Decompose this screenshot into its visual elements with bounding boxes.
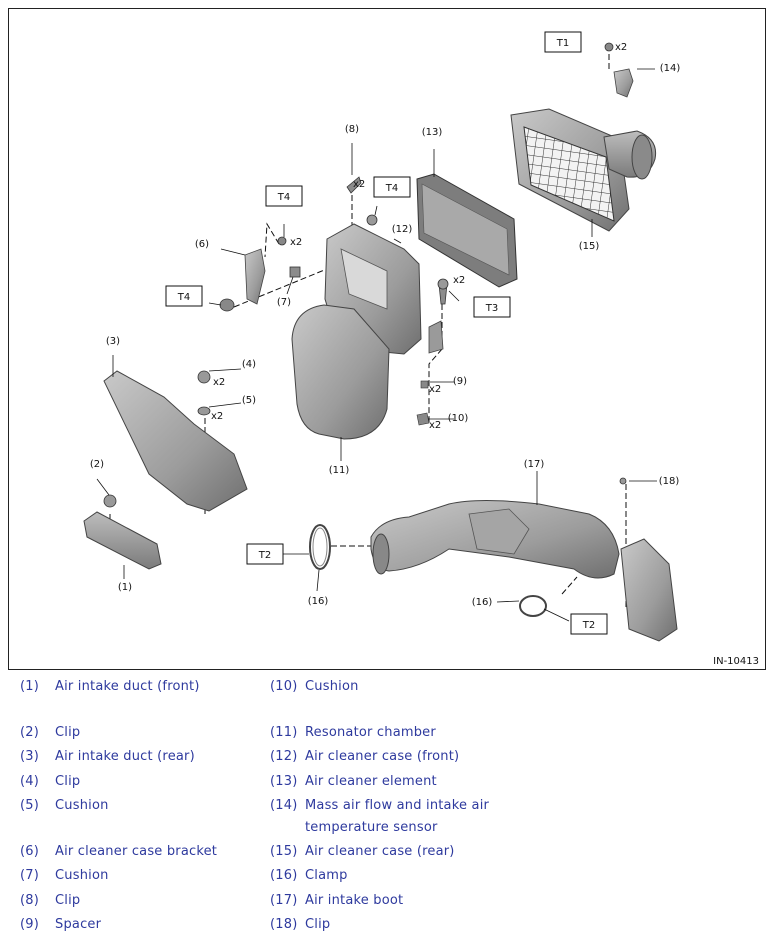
legend-item-4: (4)Clip [20,774,81,789]
legend-item-15: (15)Air cleaner case (rear) [270,844,455,859]
callout-17: (17) [524,459,545,470]
clamps [309,524,547,617]
callouts: (1) (2) (3) (4) (5) (6) (7) (8) (9) (10)… [90,63,680,608]
svg-text:T3: T3 [485,303,498,314]
figure-id: IN-10413 [713,656,759,667]
callout-16-b: (16) [472,597,493,608]
legend-item-18: (18)Clip [270,917,331,932]
callout-3: (3) [106,336,120,347]
legend-item-1: (1)Air intake duct (front) [20,679,200,694]
legend-item-17: (17)Air intake boot [270,893,404,908]
air-intake-duct-front [83,511,162,570]
qty-t4: x2 [290,237,302,248]
torque-box-t4-a: T4 [265,185,303,207]
torque-box-t2-a: T2 [246,543,284,565]
callout-12: (12) [392,224,413,235]
qty-clip-8: x2 [353,179,365,190]
callout-7: (7) [277,297,291,308]
air-intake-duct-rear [103,370,248,512]
callout-18: (18) [659,476,680,487]
callout-9: (9) [453,376,467,387]
air-intake-boot [370,500,678,642]
callout-4: (4) [242,359,256,370]
torque-box-t4-b: T4 [373,176,411,198]
air-cleaner-case-rear [510,108,657,232]
torque-box-t3: T3 [473,296,511,318]
legend-item-10: (10)Cushion [270,679,359,694]
callout-5: (5) [242,395,256,406]
svg-text:T4: T4 [177,292,190,303]
torque-box-t1: T1 [544,31,582,53]
callout-14: (14) [660,63,681,74]
callout-10: (10) [448,413,469,424]
legend-item-16: (16)Clamp [270,868,348,883]
callout-1: (1) [118,582,132,593]
legend-item-5: (5)Cushion [20,798,109,813]
legend-item-3: (3)Air intake duct (rear) [20,749,195,764]
callout-13: (13) [422,127,443,138]
callout-2: (2) [90,459,104,470]
small-fasteners [103,176,627,508]
torque-box-t2-b: T2 [570,613,608,635]
legend-item-11: (11)Resonator chamber [270,725,436,740]
torque-boxes: T1 T4 T4 T4 T3 T2 T2 [165,31,608,635]
qty-spacer-9: x2 [429,384,441,395]
legend-item-8: (8)Clip [20,893,81,908]
qty-t1: x2 [615,42,627,53]
qty-clip-4: x2 [213,377,225,388]
callout-15: (15) [579,241,600,252]
legend-item-13: (13)Air cleaner element [270,774,437,789]
quantity-labels: x2 x2 x2 x2 x2 x2 x2 x2 [211,42,627,431]
svg-text:T1: T1 [556,38,569,49]
callout-6: (6) [195,239,209,250]
resonator-chamber [291,304,390,440]
qty-t3: x2 [453,275,465,286]
legend-item-12: (12)Air cleaner case (front) [270,749,460,764]
legend-item-2: (2)Clip [20,725,81,740]
air-cleaner-case-bracket [244,248,266,305]
callout-16-a: (16) [308,596,329,607]
qty-cushion-10: x2 [429,420,441,431]
svg-text:T2: T2 [582,620,595,631]
qty-cushion-5: x2 [211,411,223,422]
svg-text:T4: T4 [277,192,290,203]
maf-sensor [604,42,634,98]
legend-item-9: (9)Spacer [20,917,102,932]
air-cleaner-element [416,173,518,288]
legend-item-14: (14)Mass air flow and intake air tempera… [270,798,490,835]
legend-item-7: (7)Cushion [20,868,109,883]
callout-11: (11) [329,465,350,476]
svg-text:T4: T4 [385,183,398,194]
leader-lines [96,68,657,622]
callout-8: (8) [345,124,359,135]
torque-box-t4-c: T4 [165,285,203,307]
diagram-svg: T1 T4 T4 T4 T3 T2 T2 (1) (2) (3) [83,31,680,642]
exploded-diagram: T1 T4 T4 T4 T3 T2 T2 (1) (2) (3) [8,8,766,670]
legend-item-6: (6)Air cleaner case bracket [20,844,218,859]
svg-text:T2: T2 [258,550,271,561]
parts-legend: (1)Air intake duct (front) (2)Clip (3)Ai… [20,678,760,938]
